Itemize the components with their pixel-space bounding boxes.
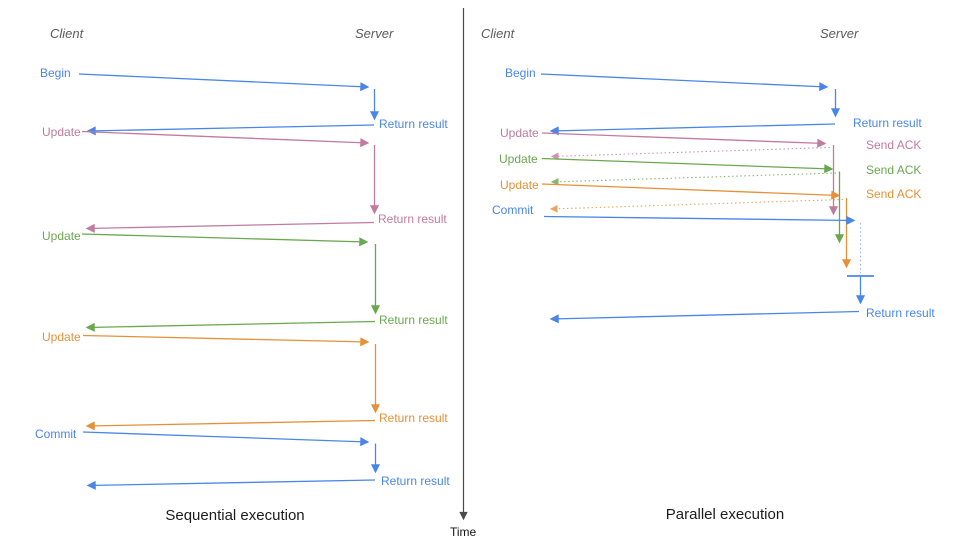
seq-step-0-request-arrow [78,73,370,92]
par-step-4-request-arrow [543,215,856,225]
par-step-2-label: Update [499,152,538,166]
seq-server-heading: Server [355,26,394,41]
par-step-4-response-label: Return result [866,306,935,320]
seq-client-heading: Client [50,26,85,41]
seq-step-3-request-arrow [82,334,370,347]
par-step-3-ack-dotted-arrow [549,198,844,213]
seq-step-0-response-label: Return result [379,117,448,131]
par-step-3-request-arrow [541,183,841,200]
seq-step-3-label: Update [42,330,81,344]
seq-step-1-response-label: Return result [378,212,447,226]
parallel-panel: Client Server Begin Return result Update… [481,26,935,523]
seq-step-4-response-label: Return result [381,474,450,488]
par-step-1-ack-dotted-arrow [550,146,831,161]
par-step-3-response-label: Send ACK [866,187,921,201]
par-step-0-response-arrow [549,123,836,136]
par-server-heading: Server [820,26,859,41]
seq-step-2-response-label: Return result [379,313,448,327]
seq-step-2-label: Update [42,229,81,243]
par-step-0-label: Begin [505,66,536,80]
seq-step-1-label: Update [42,125,81,139]
par-step-2-response-label: Send ACK [866,163,921,177]
seq-step-0-label: Begin [40,66,71,80]
par-caption: Parallel execution [666,506,784,523]
seq-step-4-request-arrow [82,431,370,447]
par-step-2-ack-dotted-arrow [550,172,837,186]
seq-step-3-response-label: Return result [379,411,448,425]
seq-step-2-request-arrow [81,233,369,247]
seq-step-2-response-arrow [85,320,376,332]
seq-step-1-response-arrow [85,221,375,233]
seq-step-3-response-arrow [85,419,376,431]
sequential-panel: Client Server Begin Return result Update… [35,26,450,524]
par-step-3-label: Update [500,178,539,192]
par-step-1-label: Update [500,126,539,140]
par-step-4-label: Commit [492,203,534,217]
par-step-1-response-label: Send ACK [866,138,921,152]
seq-step-1-request-arrow [81,130,370,148]
par-step-0-request-arrow [540,73,829,92]
time-axis-label: Time [450,525,477,539]
par-step-1-request-arrow [541,132,827,148]
seq-step-0-response-arrow [86,124,375,136]
seq-step-4-response-arrow [86,479,376,490]
par-step-2-request-arrow [541,157,834,174]
par-step-4-response-arrow [549,310,860,324]
seq-caption: Sequential execution [165,507,304,524]
par-client-heading: Client [481,26,516,41]
seq-step-4-label: Commit [35,427,77,441]
time-axis: Time [450,8,477,539]
par-step-0-response-label: Return result [853,116,922,130]
